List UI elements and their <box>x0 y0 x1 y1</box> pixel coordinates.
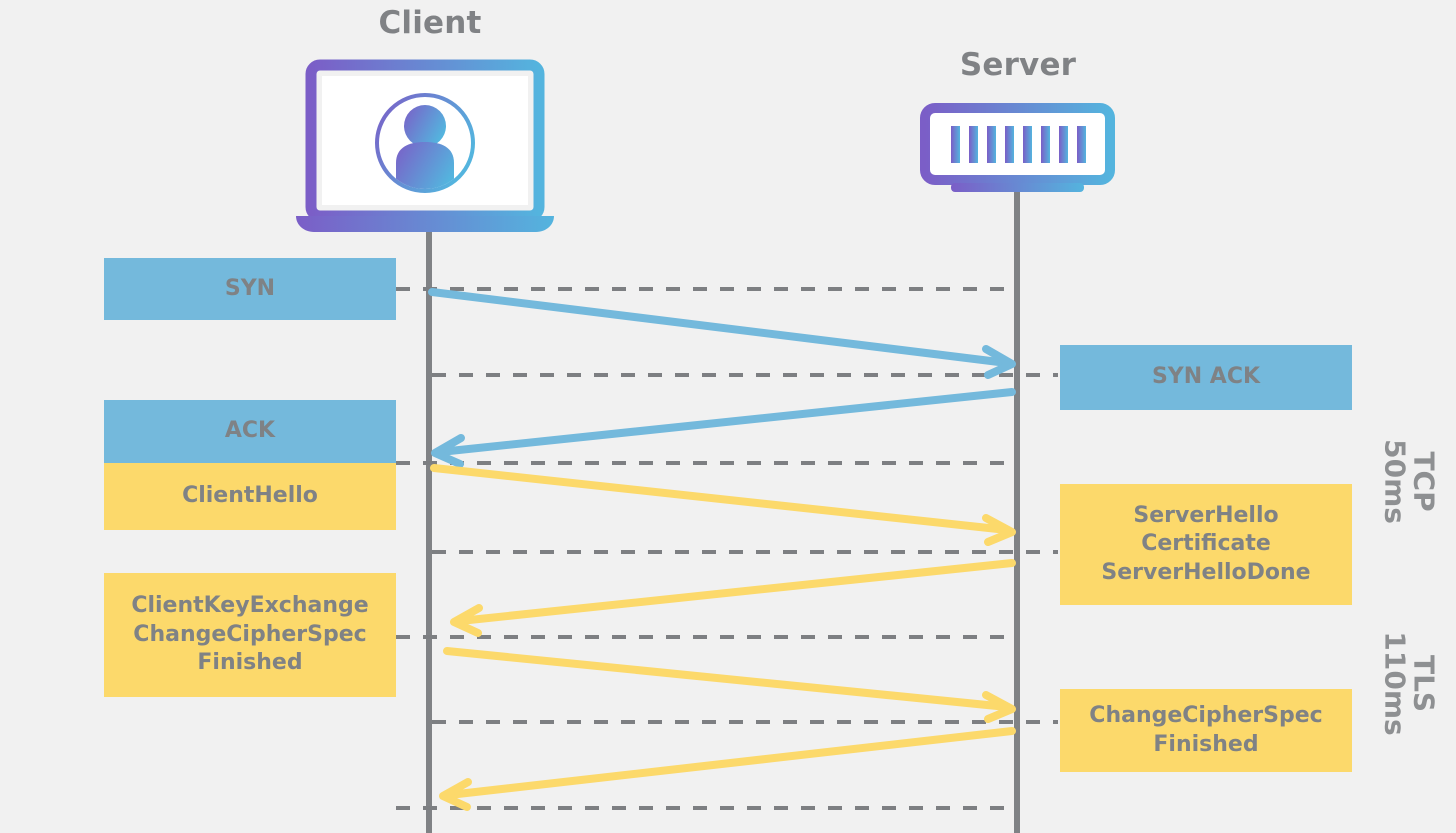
arrow-server-change-cipher-spec <box>439 727 1016 811</box>
client-message-client-key-exchange: ClientKeyExchange ChangeCipherSpec Finis… <box>104 573 396 697</box>
phase-name: TCP <box>1407 451 1441 512</box>
client-message-ack: ACK <box>104 400 396 463</box>
message-arrows <box>428 288 1016 811</box>
laptop-user-icon <box>296 59 554 232</box>
guide-lines <box>396 287 1058 810</box>
client-message-client-hello: ClientHello <box>104 463 396 530</box>
server-message-change-cipher-spec: ChangeCipherSpec Finished <box>1060 689 1352 772</box>
message-text-line-1: ServerHello <box>1133 502 1279 528</box>
arrow-client-hello <box>430 464 1016 546</box>
phase-label-tcp: TCP 50ms <box>1379 397 1441 567</box>
message-text-line-2: ChangeCipherSpec <box>133 621 367 647</box>
message-text-line-3: Finished <box>197 650 303 676</box>
client-title: Client <box>378 5 482 41</box>
client-message-syn: SYN <box>104 258 396 320</box>
server-message-server-hello: ServerHello Certificate ServerHelloDone <box>1060 484 1352 605</box>
arrow-client-key-exchange <box>443 647 1016 723</box>
message-text-line-3: ServerHelloDone <box>1101 559 1311 585</box>
server-title: Server <box>959 47 1077 83</box>
phase-label-tls: TLS 110ms <box>1379 599 1441 769</box>
arrow-server-hello <box>450 559 1016 637</box>
message-text-line-1: ChangeCipherSpec <box>1089 702 1323 728</box>
message-text: ClientHello <box>182 483 318 509</box>
phase-name: TLS <box>1407 654 1441 713</box>
message-text-line-2: Certificate <box>1141 531 1271 557</box>
message-text: ACK <box>224 418 276 444</box>
arrow-syn-ack <box>431 388 1016 468</box>
phase-duration: 110ms <box>1379 631 1412 736</box>
server-rack-icon <box>920 103 1115 192</box>
message-text: SYN <box>224 275 276 301</box>
message-text-line-1: ClientKeyExchange <box>131 593 369 619</box>
phase-duration: 50ms <box>1379 439 1412 524</box>
message-text-line-2: Finished <box>1153 731 1259 757</box>
arrow-syn <box>428 288 1016 379</box>
message-text: SYN ACK <box>1151 364 1261 390</box>
server-message-syn-ack: SYN ACK <box>1060 345 1352 410</box>
